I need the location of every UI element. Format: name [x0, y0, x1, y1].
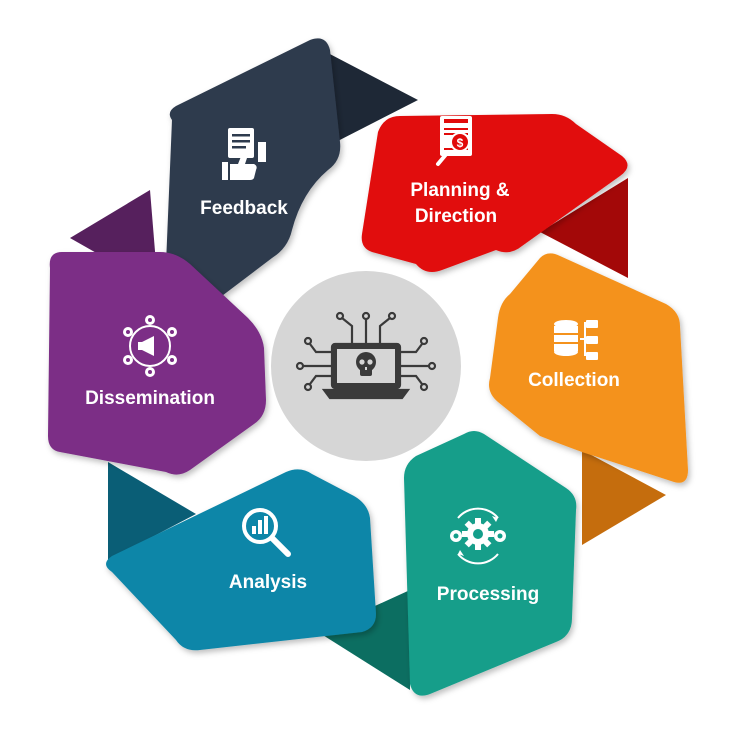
collection-connector — [582, 450, 666, 545]
feedback-connector — [326, 52, 418, 145]
dissemination-segment[interactable] — [48, 252, 266, 475]
processing-segment[interactable] — [404, 431, 577, 696]
collection-label: Collection — [528, 370, 620, 391]
feedback-thumbs-up-icon — [222, 128, 266, 180]
planning-connector — [540, 178, 628, 278]
analysis-connector — [108, 462, 196, 560]
network-megaphone-icon — [123, 315, 177, 377]
svg-text:$: $ — [457, 136, 464, 150]
feedback-label: Feedback — [200, 198, 288, 219]
planning-segment[interactable] — [361, 114, 628, 272]
planning-label-line-1: Planning & — [410, 180, 510, 201]
planning-label-line-2: Direction — [415, 206, 497, 227]
analysis-segment[interactable] — [106, 469, 376, 651]
chart-magnifier-icon — [242, 508, 291, 557]
planning-document-dollar-icon: $ — [436, 116, 472, 166]
processing-connector — [318, 590, 410, 690]
analysis-label: Analysis — [229, 572, 307, 593]
dissemination-label: Dissemination — [85, 388, 215, 409]
database-collection-icon — [554, 320, 598, 360]
laptop-skull-circuit-icon — [295, 311, 437, 400]
collection-segment[interactable] — [489, 253, 688, 483]
gears-cycle-icon — [450, 507, 506, 565]
processing-label: Processing — [437, 584, 539, 605]
